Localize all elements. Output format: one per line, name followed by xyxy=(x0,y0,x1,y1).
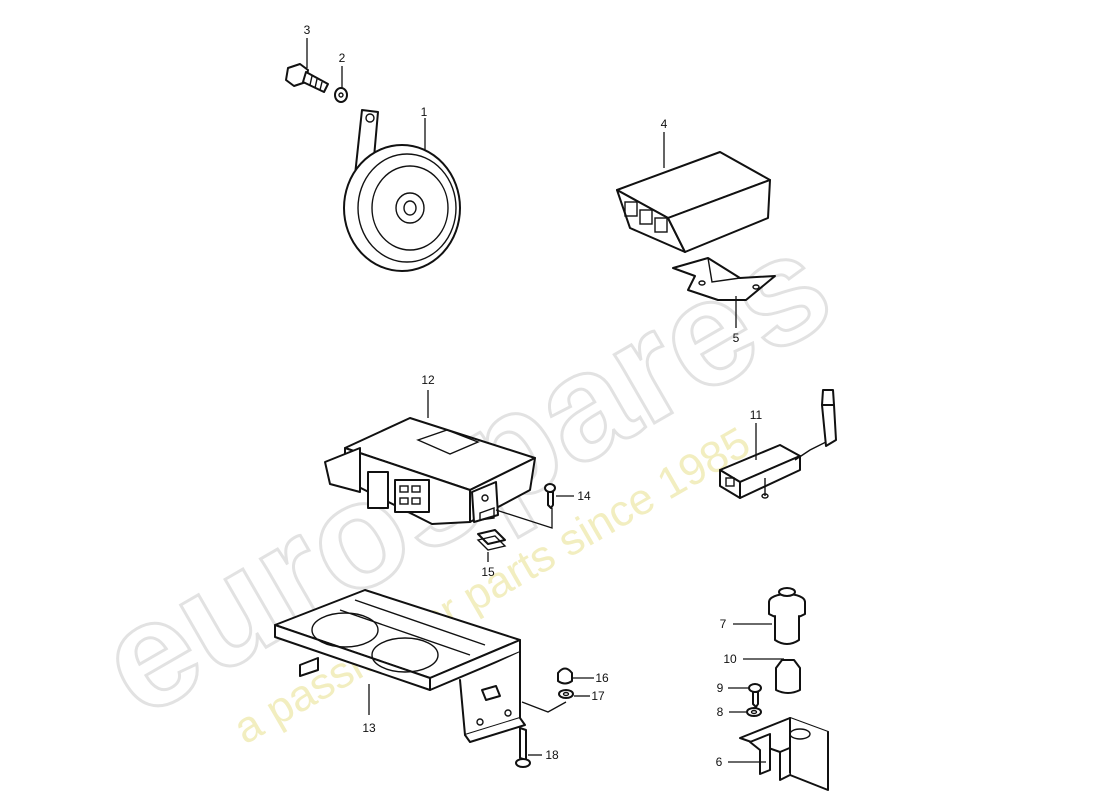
callout-8: 8 xyxy=(717,705,724,719)
part-relay-bracket xyxy=(672,257,776,301)
callout-7: 7 xyxy=(720,617,727,631)
part-sensor-11 xyxy=(719,389,837,499)
callout-9: 9 xyxy=(717,681,724,695)
callout-4: 4 xyxy=(661,117,668,131)
part-switch-7 xyxy=(768,587,806,645)
part-washer-17 xyxy=(558,689,574,699)
callout-14: 14 xyxy=(577,489,591,503)
callout-10: 10 xyxy=(723,652,737,666)
part-screw-9 xyxy=(748,683,762,708)
callout-numbers: 1 2 3 4 5 6 7 8 9 10 11 12 13 14 15 16 1… xyxy=(304,23,763,769)
callout-16: 16 xyxy=(595,671,609,685)
part-bolt-3 xyxy=(285,63,329,93)
callout-11: 11 xyxy=(750,408,763,422)
part-bolt-18 xyxy=(515,727,531,768)
part-bracket-6 xyxy=(739,717,829,791)
callout-1: 1 xyxy=(421,105,428,119)
part-relay-box xyxy=(616,151,771,253)
callout-5: 5 xyxy=(733,331,740,345)
callout-15: 15 xyxy=(481,565,495,579)
part-nut-16 xyxy=(557,667,573,685)
part-control-unit xyxy=(324,417,536,525)
callout-2: 2 xyxy=(339,51,346,65)
callout-18: 18 xyxy=(545,748,559,762)
callout-6: 6 xyxy=(716,755,723,769)
leader-lines xyxy=(306,38,784,763)
callout-13: 13 xyxy=(362,721,376,735)
part-washer-2 xyxy=(334,87,348,103)
callout-3: 3 xyxy=(304,23,311,37)
callout-12: 12 xyxy=(421,373,435,387)
part-horn xyxy=(343,109,461,272)
part-sleeve-10 xyxy=(775,659,801,694)
part-washer-8 xyxy=(746,707,762,717)
part-clip-nut-15 xyxy=(476,529,507,551)
part-mounting-plate xyxy=(274,589,526,743)
part-screw-14 xyxy=(544,483,556,509)
callout-17: 17 xyxy=(591,689,605,703)
